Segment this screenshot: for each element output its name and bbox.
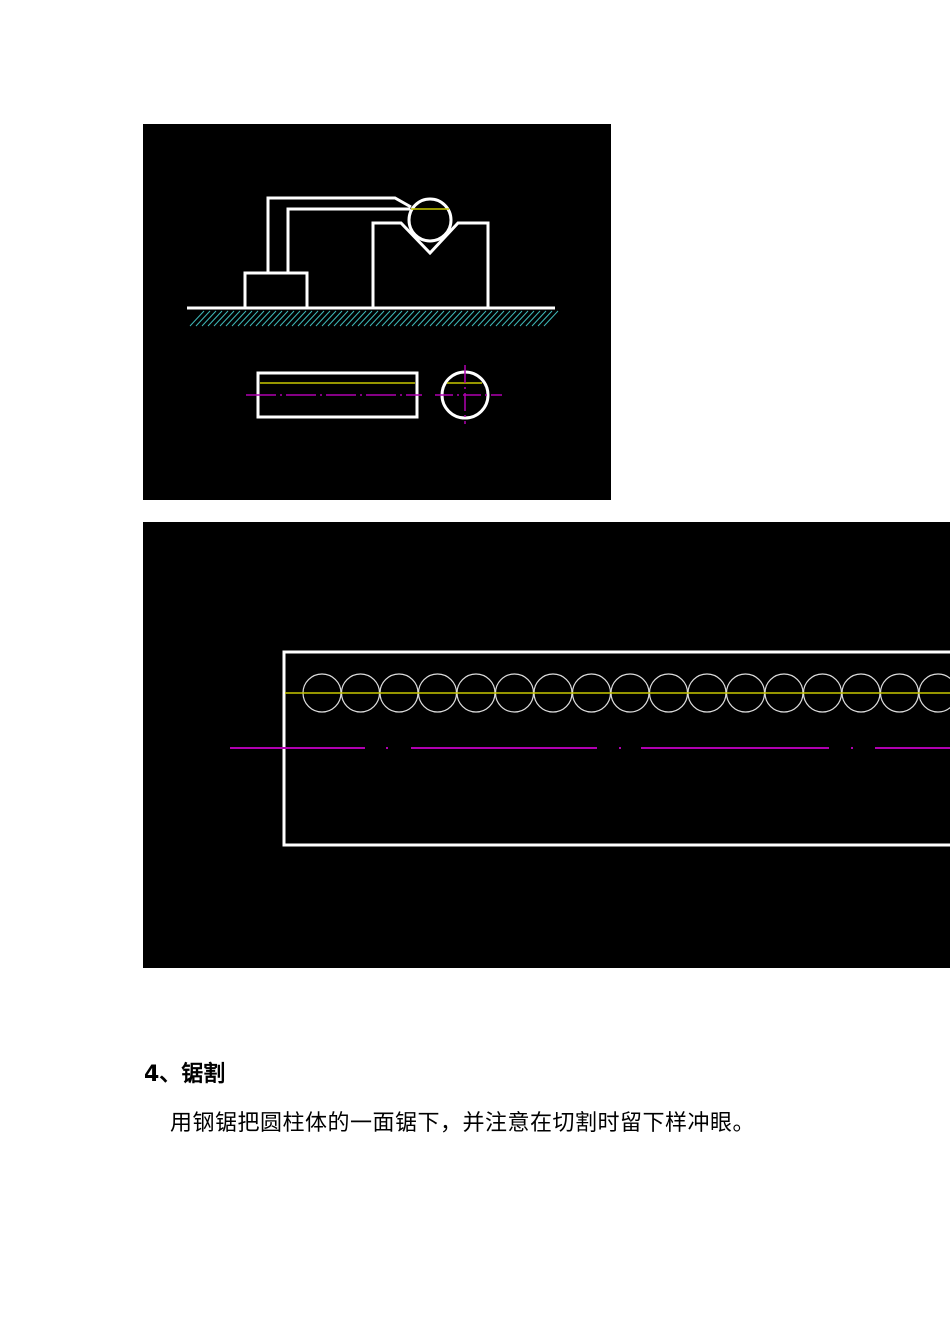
hatch-line [525, 310, 541, 327]
hatch-line [261, 310, 277, 327]
indicator-arm-outer [266, 196, 412, 272]
figure-v-block-setup [143, 124, 611, 500]
hatch-line [243, 310, 259, 327]
hatch-line [393, 310, 409, 327]
hatch-line [291, 310, 307, 327]
hatch-line [417, 310, 433, 327]
hatch-line [309, 310, 325, 327]
hatch-line [285, 310, 301, 327]
hatch-line [471, 310, 487, 327]
hatch-line [363, 310, 379, 327]
hatch-line [447, 310, 463, 327]
hatch-line [453, 310, 469, 327]
hatch-line [273, 310, 289, 327]
hatch-line [219, 310, 235, 327]
hatch-line [357, 310, 373, 327]
hatch-line [495, 310, 511, 327]
hatch-line [399, 310, 415, 327]
v-block [371, 221, 490, 308]
hatch-pattern [189, 310, 559, 327]
hatch-line [441, 310, 457, 327]
hatch-line [537, 310, 553, 327]
hatch-line [375, 310, 391, 327]
hatch-line [507, 310, 523, 327]
hatch-line [489, 310, 505, 327]
cad-drawing-1 [187, 196, 559, 424]
hatch-line [369, 310, 385, 327]
hatch-line [381, 310, 397, 327]
hatch-line [237, 310, 253, 327]
hatch-line [423, 310, 439, 327]
hatch-line [249, 310, 265, 327]
hatch-line [315, 310, 331, 327]
hatch-line [213, 310, 229, 327]
hatch-line [231, 310, 247, 327]
hatch-line [201, 310, 217, 327]
hatch-line [321, 310, 337, 327]
hatch-line [189, 310, 205, 327]
section-heading: 4、锯割 [144, 1062, 226, 1087]
hatch-line [519, 310, 535, 327]
cad-drawing-2 [230, 650, 950, 847]
hatch-line [435, 310, 451, 327]
hatch-line [411, 310, 427, 327]
hatch-line [477, 310, 493, 327]
hatch-line [465, 310, 481, 327]
hatch-line [387, 310, 403, 327]
hatch-line [459, 310, 475, 327]
section-body: 用钢锯把圆柱体的一面锯下，并注意在切割时留下样冲眼。 [170, 1111, 756, 1136]
hatch-line [405, 310, 421, 327]
hatch-line [327, 310, 343, 327]
hatch-line [255, 310, 271, 327]
hatch-line [543, 310, 559, 327]
hatch-line [501, 310, 517, 327]
hatch-line [333, 310, 349, 327]
indicator-base [243, 271, 309, 310]
hatch-line [531, 310, 547, 327]
hatch-line [303, 310, 319, 327]
hatch-line [339, 310, 355, 327]
hatch-line [195, 310, 211, 327]
indicator-arm-inner [286, 207, 410, 272]
hatch-line [267, 310, 283, 327]
figure-cylinder-holes [143, 522, 950, 968]
hatch-line [225, 310, 241, 327]
hatch-line [351, 310, 367, 327]
hatch-line [483, 310, 499, 327]
hatch-line [513, 310, 529, 327]
hatch-line [207, 310, 223, 327]
hatch-line [429, 310, 445, 327]
workpiece-section [407, 197, 453, 243]
hatch-line [297, 310, 313, 327]
hatch-line [279, 310, 295, 327]
hatch-line [345, 310, 361, 327]
